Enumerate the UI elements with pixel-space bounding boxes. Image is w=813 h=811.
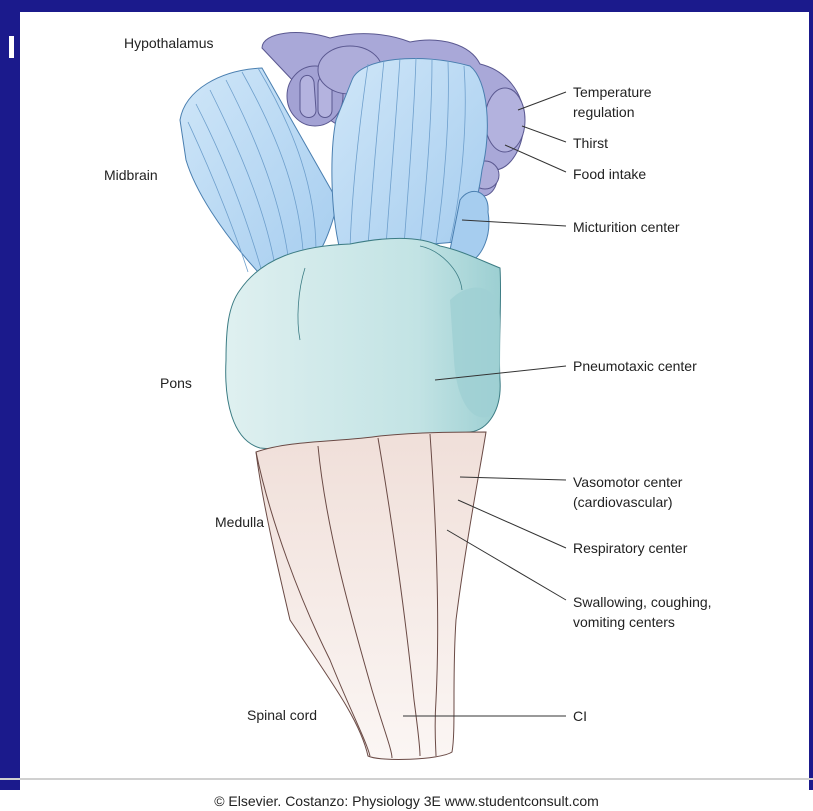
label-hypothalamus: Hypothalamus <box>124 35 214 51</box>
pons-shape <box>226 238 501 449</box>
label-food-intake: Food intake <box>573 166 646 182</box>
label-pneumotaxic-center: Pneumotaxic center <box>573 358 697 374</box>
label-spinal-cord: Spinal cord <box>247 707 317 723</box>
label-pons: Pons <box>160 375 192 391</box>
label-swallowing-line2: vomiting centers <box>573 614 675 630</box>
label-swallowing-line1: Swallowing, coughing, <box>573 594 712 610</box>
label-micturition-center: Micturition center <box>573 219 680 235</box>
label-respiratory-center: Respiratory center <box>573 540 688 556</box>
label-vasomotor-line2: (cardiovascular) <box>573 494 673 510</box>
label-medulla: Medulla <box>215 514 264 530</box>
copyright-text: © Elsevier. Costanzo: Physiology 3E www.… <box>0 793 813 809</box>
label-midbrain: Midbrain <box>104 167 158 183</box>
brainstem-diagram: Hypothalamus Midbrain Pons Medulla Spina… <box>0 0 813 780</box>
label-thirst: Thirst <box>573 135 608 151</box>
footer-divider <box>0 778 813 780</box>
label-vasomotor-line1: Vasomotor center <box>573 474 683 490</box>
label-ci: CI <box>573 708 587 724</box>
label-temperature-line1: Temperature <box>573 84 652 100</box>
label-temperature-line2: regulation <box>573 104 635 120</box>
